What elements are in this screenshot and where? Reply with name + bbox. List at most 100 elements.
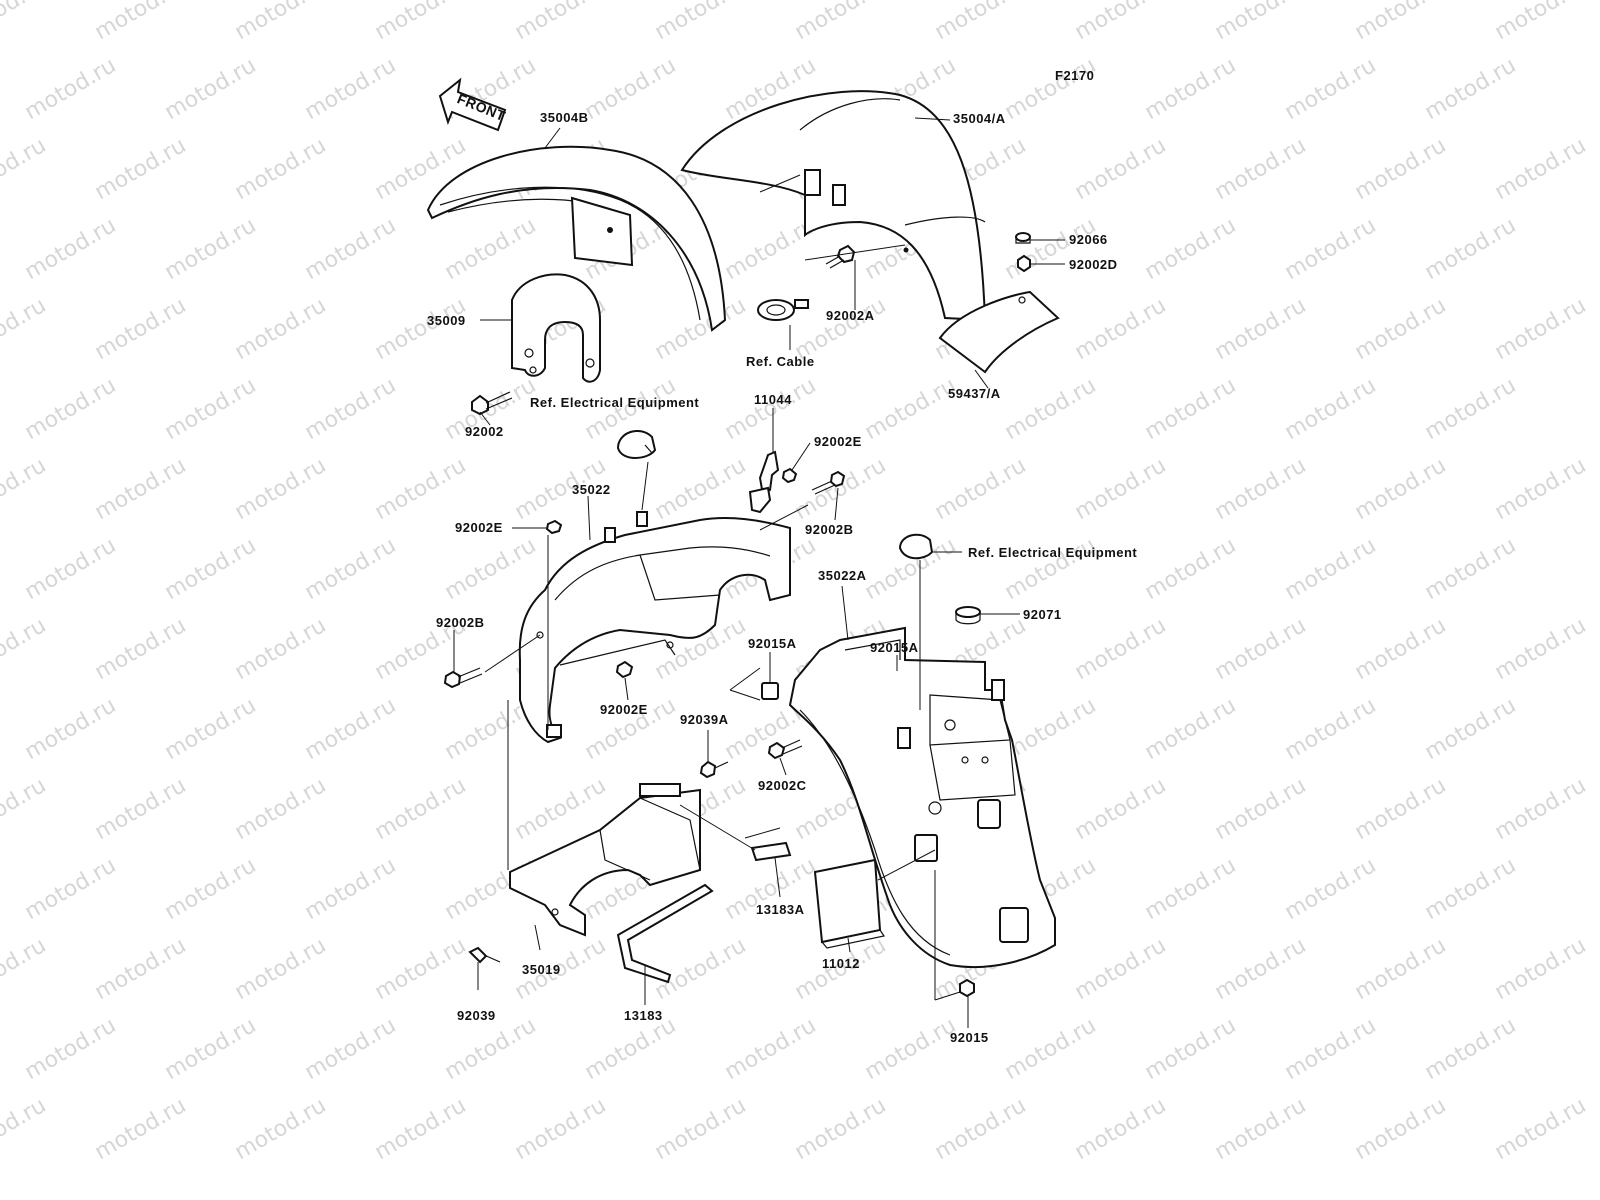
fender-bracket-35009 (511, 273, 601, 383)
watermark-text: motod.ru (1211, 613, 1311, 685)
leader-lines (453, 117, 1065, 1028)
watermark-text: motod.ru (1351, 133, 1451, 205)
watermark-text: motod.ru (1211, 133, 1311, 205)
cable-grommet (757, 299, 809, 321)
watermark-text: motod.ru (21, 1013, 121, 1085)
watermark-text: motod.ru (231, 613, 331, 685)
rubber-cap-right (898, 533, 934, 560)
watermark-text: motod.ru (91, 453, 191, 525)
watermark-text: motod.ru (791, 1093, 891, 1165)
watermark-text: motod.ru (1141, 373, 1241, 445)
watermark-text: motod.ru (1491, 453, 1591, 525)
watermark-text: motod.ru (1141, 213, 1241, 285)
watermark-text: motod.ru (1001, 533, 1101, 605)
watermark-text: motod.ru (1351, 0, 1451, 45)
watermark-text: motod.ru (161, 53, 261, 125)
label-ref-cable: Ref. Cable (746, 354, 815, 369)
inner-fender-35022 (518, 511, 791, 744)
watermark-text: motod.ru (1281, 693, 1381, 765)
rear-fender-35004a (680, 90, 987, 322)
watermark-text: motod.ru (21, 853, 121, 925)
watermark-text: motod.ru (721, 373, 821, 445)
part-labels: F2170 35004B 35004/A 92066 92002D 35009 … (427, 68, 1137, 1045)
watermark-text: motod.ru (301, 373, 401, 445)
label-35019: 35019 (522, 962, 561, 977)
watermark-text: motod.ru (301, 693, 401, 765)
watermark-text: motod.ru (1141, 693, 1241, 765)
label-92002c: 92002C (758, 778, 807, 793)
watermark-text: motod.ru (861, 373, 961, 445)
watermark-text: motod.ru (1351, 933, 1451, 1005)
battery-case-35019 (509, 783, 701, 937)
label-ref-electrical-1: Ref. Electrical Equipment (530, 395, 699, 410)
nut-92015 (959, 978, 975, 998)
label-59437a: 59437/A (948, 386, 1001, 401)
watermark-text: motod.ru (1491, 613, 1591, 685)
watermark-text: motod.ru (231, 773, 331, 845)
watermark-text: motod.ru (91, 0, 191, 45)
cover-plate-59437a (938, 290, 1060, 374)
watermark-text: motod.ru (371, 293, 471, 365)
watermark-text: motod.ru (1001, 1013, 1101, 1085)
front-fender-35004b (426, 145, 727, 332)
label-92002e-bottom: 92002E (600, 702, 648, 717)
bolt-92039a (699, 760, 729, 779)
watermark-text: motod.ru (1001, 373, 1101, 445)
watermark-text: motod.ru (21, 373, 121, 445)
watermark-text: motod.ru (441, 533, 541, 605)
watermark-text: motod.ru (371, 453, 471, 525)
watermark-text: motod.ru (91, 293, 191, 365)
watermark-text: motod.ru (441, 213, 541, 285)
watermark-text: motod.ru (1211, 0, 1311, 45)
watermark-text: motod.ru (1281, 853, 1381, 925)
watermark-text: motod.ru (0, 293, 50, 365)
label-ref-electrical-2: Ref. Electrical Equipment (968, 545, 1137, 560)
label-92002b-left: 92002B (436, 615, 485, 630)
watermark-text: motod.ru (511, 0, 611, 45)
watermark-text: motod.ru (441, 1013, 541, 1085)
watermark-text: motod.ru (1141, 533, 1241, 605)
watermark-text: motod.ru (1491, 133, 1591, 205)
label-92002e-top: 92002E (814, 434, 862, 449)
watermark-text: motod.ru (91, 133, 191, 205)
watermark-text: motod.ru (1351, 613, 1451, 685)
watermark-text: motod.ru (91, 773, 191, 845)
watermark-text: motod.ru (1141, 1013, 1241, 1085)
bolt-92002e-bottom (615, 660, 634, 679)
bolt-92002b-right (811, 470, 846, 495)
rubber-cap-top (616, 429, 657, 459)
label-35004b: 35004B (540, 110, 589, 125)
watermark-text: motod.ru (301, 1013, 401, 1085)
label-35009: 35009 (427, 313, 466, 328)
label-13183a: 13183A (756, 902, 805, 917)
label-92015a-right: 92015A (870, 640, 919, 655)
watermark-text: motod.ru (1071, 1093, 1171, 1165)
watermark-text: motod.ru (91, 613, 191, 685)
label-35022: 35022 (572, 482, 611, 497)
watermark-text: motod.ru (21, 53, 121, 125)
watermark-text: motod.ru (581, 53, 681, 125)
watermark-text: motod.ru (1351, 293, 1451, 365)
watermark-text: motod.ru (1421, 693, 1521, 765)
watermark-text: motod.ru (231, 293, 331, 365)
watermark-text: motod.ru (231, 0, 331, 45)
label-11044: 11044 (754, 392, 792, 407)
watermark-text: motod.ru (1071, 613, 1171, 685)
watermark-text: motod.ru (21, 693, 121, 765)
label-92002: 92002 (465, 424, 504, 439)
watermark-text: motod.ru (1491, 933, 1591, 1005)
watermark-text: motod.ru (1351, 453, 1451, 525)
watermark-text: motod.ru (0, 0, 50, 45)
watermark-text: motod.ru (1281, 213, 1381, 285)
watermark-text: motod.ru (0, 1093, 50, 1165)
watermark-text: motod.ru (1281, 1013, 1381, 1085)
watermark-text: motod.ru (1491, 293, 1591, 365)
watermark-text: motod.ru (1421, 853, 1521, 925)
label-92066: 92066 (1069, 232, 1108, 247)
watermark-text: motod.ru (0, 933, 50, 1005)
label-92015: 92015 (950, 1030, 989, 1045)
label-92002d: 92002D (1069, 257, 1118, 272)
watermark-text: motod.ru (371, 933, 471, 1005)
watermark-text: motod.ru (1001, 213, 1101, 285)
